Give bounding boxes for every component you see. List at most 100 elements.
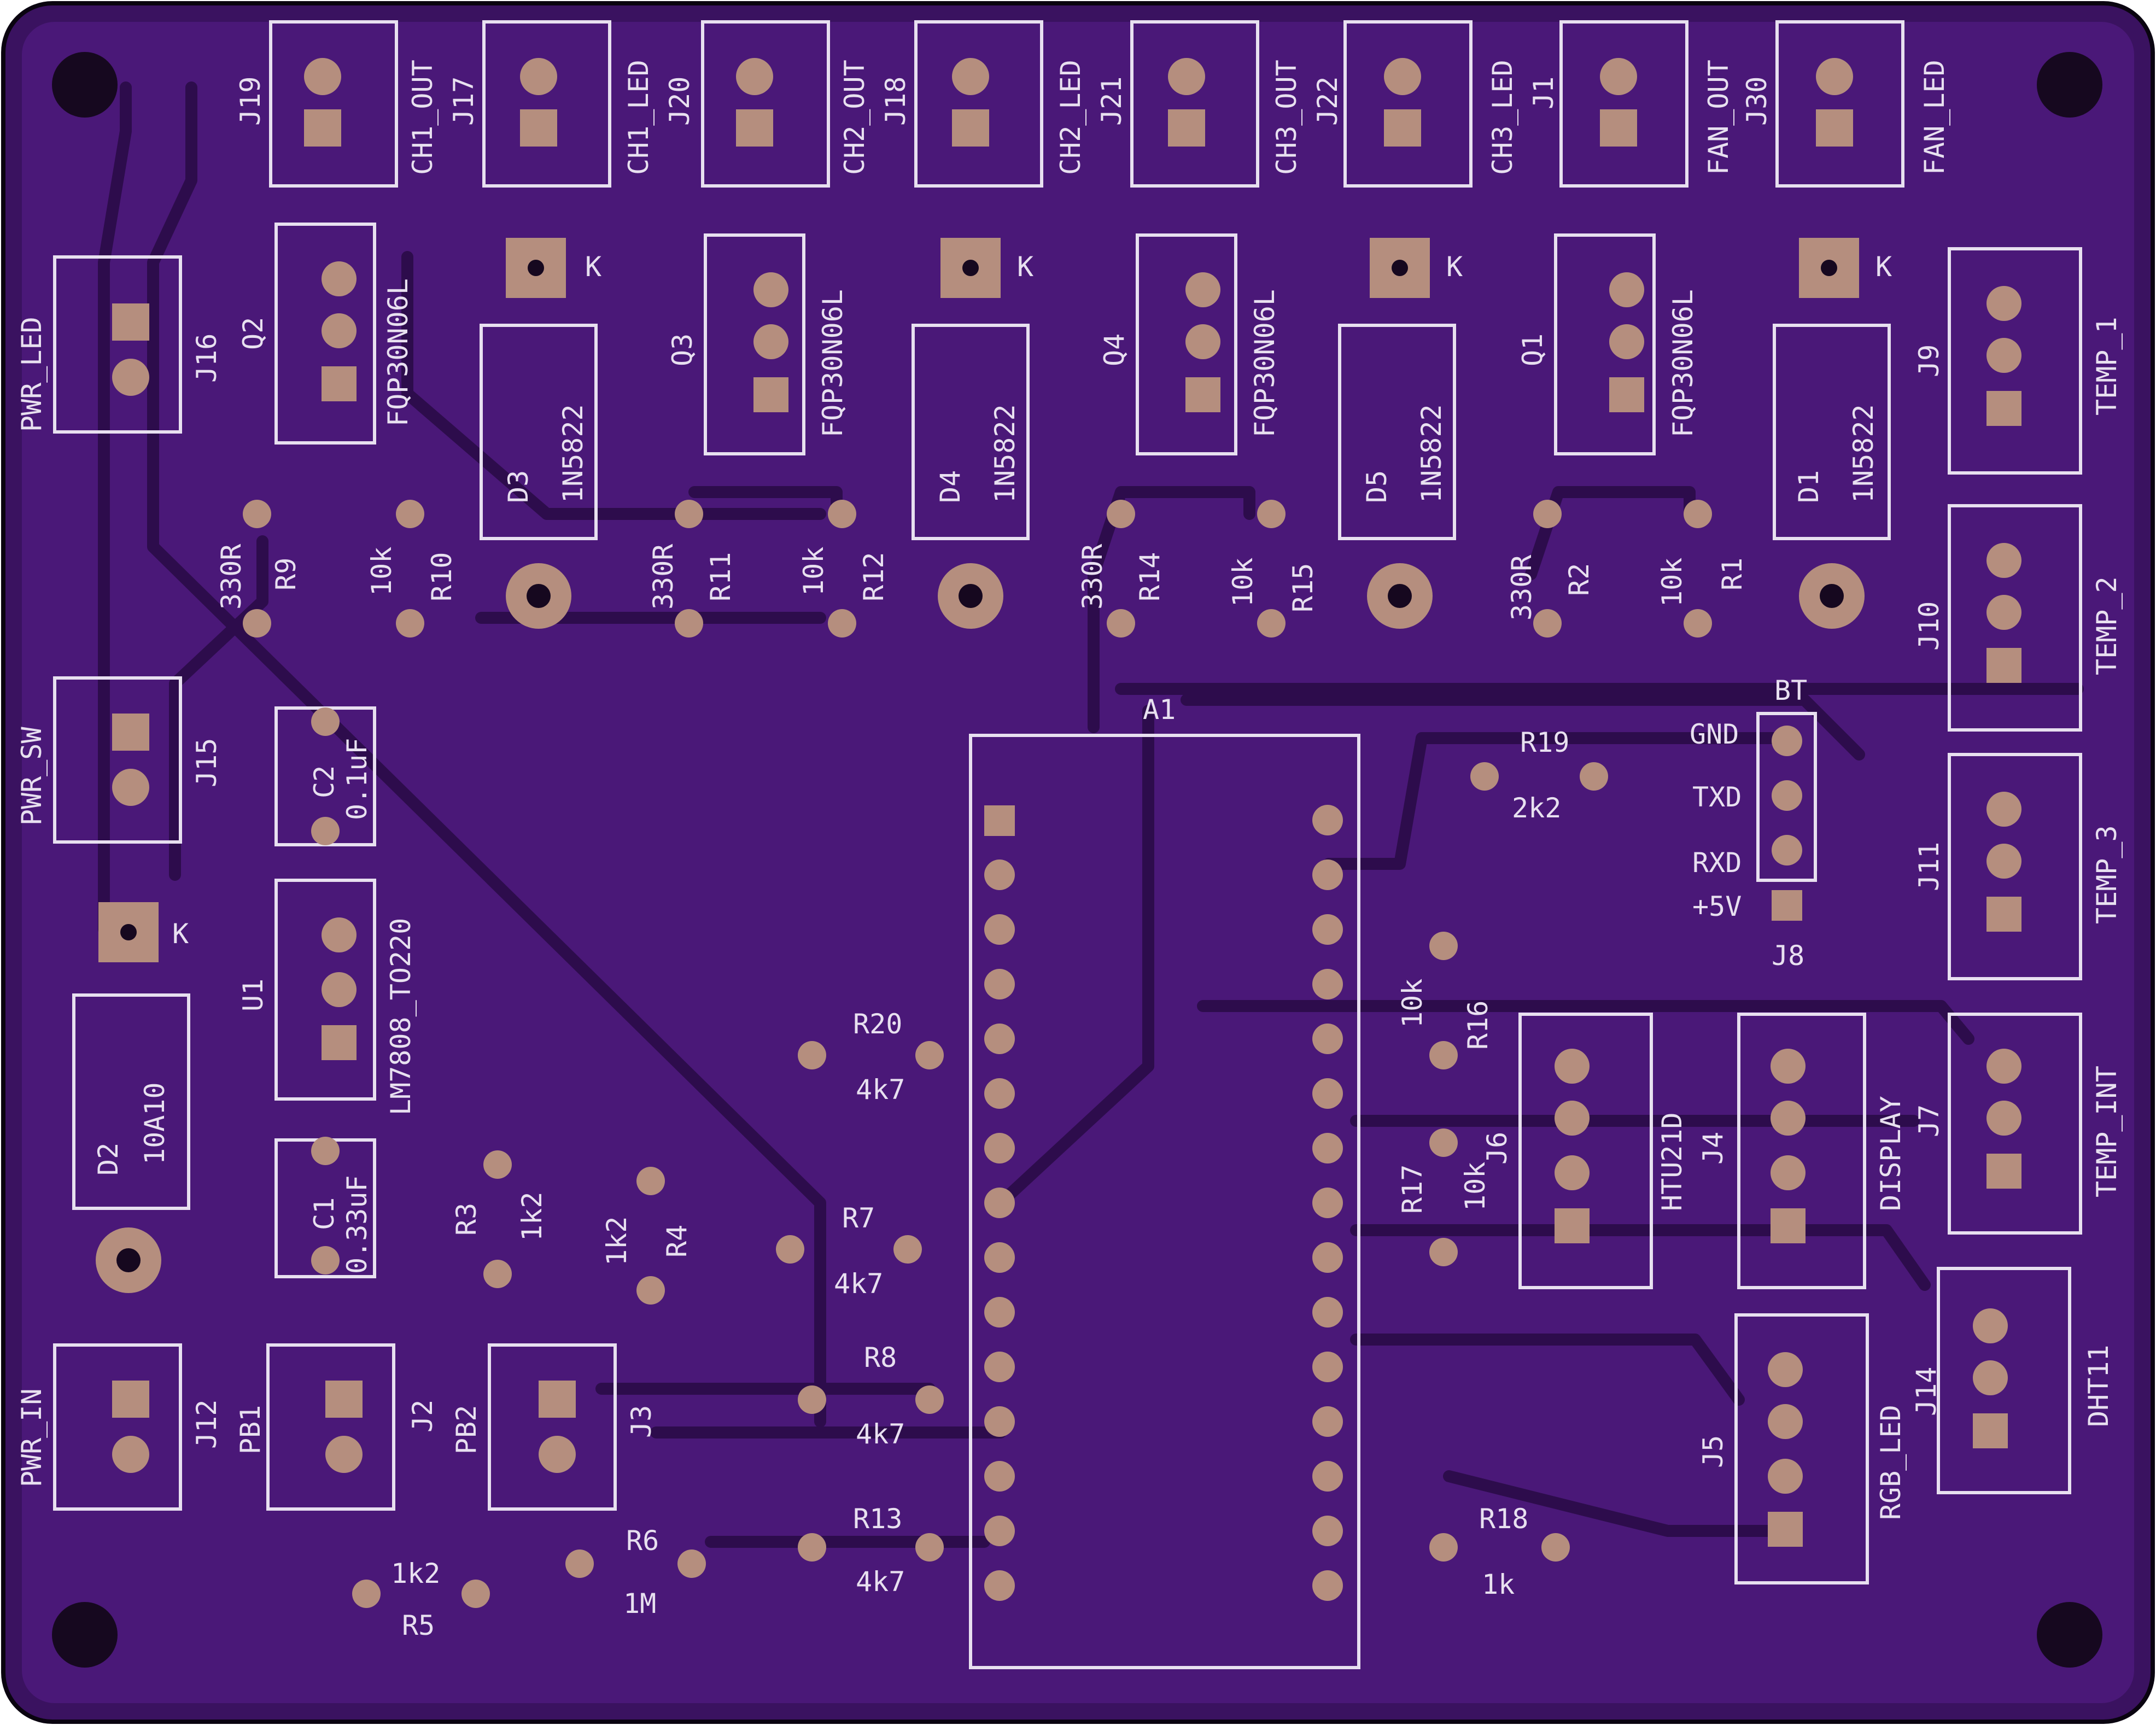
- label-J19: J19: [235, 77, 266, 126]
- label-D2-value: 10A10: [139, 1082, 171, 1165]
- label-R2-value: 330R: [1506, 554, 1538, 621]
- label-R16-value: 10k: [1397, 979, 1428, 1028]
- label-GND: GND: [1690, 718, 1739, 750]
- label-K: K: [172, 918, 189, 950]
- label-R8-value: 4k7: [856, 1418, 905, 1450]
- label-R18-value: 1k: [1482, 1569, 1515, 1600]
- label-D4: D4: [934, 470, 966, 503]
- label-J20: J20: [664, 77, 696, 126]
- label-J1: J1: [1528, 77, 1559, 109]
- label-J9: J9: [1913, 344, 1945, 377]
- label-K: K: [1446, 251, 1463, 283]
- label-FAN_LED: FAN_LED: [1919, 60, 1950, 175]
- silkscreen: [53, 20, 2082, 1669]
- label-J18: J18: [880, 77, 912, 126]
- label-J7: J7: [1913, 1104, 1945, 1137]
- label-K: K: [585, 251, 601, 283]
- label-R14: R14: [1134, 552, 1166, 601]
- label-Q1-part: FQP30N06L: [1667, 289, 1699, 437]
- label-D3-part: 1N5822: [557, 404, 589, 503]
- label-CH1_LED: CH1_LED: [623, 60, 655, 175]
- label-K: K: [1875, 251, 1892, 283]
- label-R1: R1: [1716, 558, 1748, 590]
- label-FAN_OUT: FAN_OUT: [1703, 60, 1734, 175]
- label-J16: J16: [191, 334, 223, 383]
- label-HTU21D: HTU21D: [1656, 1112, 1688, 1211]
- label-R13-value: 4k7: [856, 1566, 905, 1598]
- label-R6: R6: [626, 1525, 659, 1557]
- label-J17: J17: [448, 77, 480, 126]
- label-J22: J22: [1312, 77, 1343, 126]
- label-R10-value: 10k: [366, 547, 398, 596]
- label-R15-value: 10k: [1227, 558, 1259, 607]
- label-D4-part: 1N5822: [989, 404, 1021, 503]
- label-D1-part: 1N5822: [1848, 404, 1879, 503]
- label-R4-value: 1k2: [601, 1217, 633, 1266]
- label-U1-part: LM7808_TO220: [385, 918, 417, 1115]
- label-J5: J5: [1697, 1435, 1729, 1468]
- label-PWR_SW: PWR_SW: [16, 726, 48, 826]
- label-R12: R12: [858, 552, 890, 601]
- label-D1: D1: [1793, 470, 1825, 503]
- label-R20-value: 4k7: [856, 1074, 905, 1106]
- label-J8: J8: [1772, 940, 1804, 972]
- label-Q2-part: FQP30N06L: [382, 278, 414, 426]
- label-D5-part: 1N5822: [1416, 404, 1447, 503]
- label-J14: J14: [1910, 1367, 1942, 1416]
- label-TEMP_1: TEMP_1: [2091, 317, 2123, 416]
- label-A1: A1: [1143, 694, 1176, 726]
- label-D3: D3: [503, 470, 534, 503]
- label-R18: R18: [1479, 1503, 1528, 1535]
- label-R17-value: 10k: [1459, 1162, 1491, 1211]
- label-J2: J2: [407, 1400, 439, 1432]
- label-PWR_IN: PWR_IN: [16, 1388, 48, 1487]
- label-R5: R5: [402, 1610, 435, 1641]
- label-R12-value: 10k: [798, 547, 829, 596]
- label-DISPLAY: DISPLAY: [1875, 1096, 1907, 1211]
- label-TEMP_3: TEMP_3: [2091, 825, 2123, 924]
- pads: [96, 58, 2021, 1608]
- label-Q1: Q1: [1517, 334, 1549, 366]
- label-J30: J30: [1741, 77, 1773, 126]
- label-R7: R7: [842, 1202, 875, 1234]
- mounting-holes: [52, 52, 2102, 1668]
- label-BT: BT: [1774, 675, 1807, 706]
- label-R8: R8: [864, 1342, 897, 1373]
- label-D2: D2: [92, 1143, 124, 1176]
- label-R20: R20: [853, 1008, 902, 1040]
- label-CH2_OUT: CH2_OUT: [839, 60, 870, 175]
- label-R11: R11: [705, 552, 737, 601]
- label-R19-value: 2k2: [1512, 792, 1561, 824]
- label-J21: J21: [1096, 77, 1127, 126]
- label-R14-value: 330R: [1077, 543, 1108, 610]
- label-RXD: RXD: [1692, 847, 1742, 879]
- label-R16: R16: [1462, 1001, 1494, 1050]
- label-K: K: [1017, 251, 1033, 283]
- label-R1-value: 10k: [1656, 558, 1688, 607]
- label-PB1: PB1: [235, 1405, 266, 1454]
- label-J10: J10: [1913, 601, 1945, 651]
- label-Q3-part: FQP30N06L: [817, 289, 849, 437]
- label-U1: U1: [237, 979, 269, 1011]
- mounting-hole-icon: [52, 52, 118, 118]
- mounting-hole-icon: [2037, 1602, 2102, 1668]
- silkscreen-labels: J19 CH1_OUT J17 CH1_LED J20 CH2_OUT J18 …: [16, 60, 2123, 1641]
- label-TXD: TXD: [1692, 781, 1742, 813]
- label-R9-value: 330R: [215, 543, 247, 610]
- label-R17: R17: [1397, 1165, 1428, 1214]
- label-DHT11: DHT11: [2083, 1344, 2114, 1427]
- label-C2: C2: [308, 765, 340, 798]
- label-RGB_LED: RGB_LED: [1875, 1405, 1907, 1520]
- label-C2-value: 0.1uF: [341, 738, 373, 820]
- label-R13: R13: [853, 1503, 902, 1535]
- label-R3: R3: [451, 1203, 482, 1236]
- label-Q3: Q3: [667, 334, 698, 366]
- label-+5V: +5V: [1692, 891, 1742, 922]
- label-R5-value: 1k2: [391, 1558, 440, 1589]
- label-D5: D5: [1361, 470, 1393, 503]
- label-R15: R15: [1287, 563, 1319, 612]
- label-R7-value: 4k7: [834, 1268, 883, 1300]
- label-PWR_LED: PWR_LED: [16, 317, 48, 432]
- label-CH2_LED: CH2_LED: [1055, 60, 1086, 175]
